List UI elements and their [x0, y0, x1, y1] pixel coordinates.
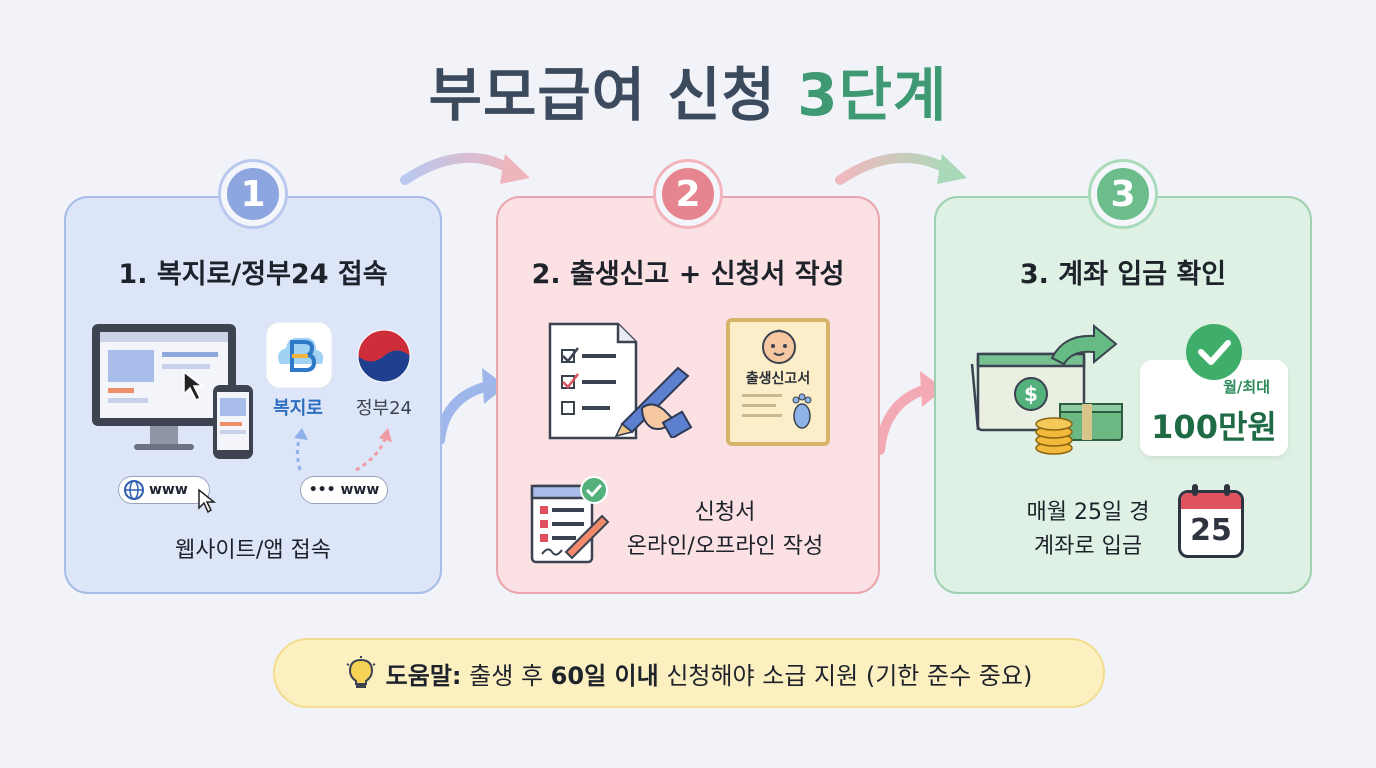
coin-icon	[1032, 408, 1076, 456]
step-caption-1: 매월 25일 경	[1026, 500, 1150, 525]
money-icon: $	[968, 320, 1128, 450]
footprint-icon	[792, 393, 812, 429]
amount-sub: 월/최대	[1223, 378, 1270, 396]
cursor-icon	[198, 488, 217, 514]
bokjiro-label: 복지로	[273, 398, 323, 419]
amount-value: 100만원	[1151, 408, 1277, 446]
pen-icon	[612, 358, 696, 438]
gov24-label: 정부24	[355, 398, 413, 419]
checkmark-icon	[1184, 322, 1244, 382]
arrow-top-2	[835, 152, 957, 185]
step-badge-1: 1	[221, 162, 285, 226]
step-title: 3. 계좌 입금 확인	[1019, 259, 1227, 290]
dotted-arrows	[294, 428, 392, 472]
step-title: 1. 복지로/정부24 접속	[118, 259, 388, 290]
step-badge-3: 3	[1091, 162, 1155, 226]
url-chip-1: www	[118, 476, 210, 504]
url-chip-1-text: www	[149, 482, 188, 498]
calendar-icon: 25	[1178, 490, 1244, 558]
baby-icon	[762, 329, 796, 364]
birth-certificate: 출생신고서	[726, 318, 830, 446]
page-title: 부모급여 신청 3단계	[0, 48, 1376, 132]
tip-text-before: 출생 후	[469, 661, 544, 690]
tip-text-after: 신청해야 소급 지원 (기한 준수 중요)	[666, 661, 1033, 690]
tip-highlight: 60일 이내	[550, 661, 659, 690]
title-main: 부모급여 신청	[428, 61, 777, 129]
title-accent: 3단계	[797, 61, 948, 129]
calendar-day: 25	[1190, 513, 1232, 548]
arrow-top-1	[400, 152, 520, 185]
step-title: 2. 출생신고 + 신청서 작성	[531, 259, 845, 290]
phone-icon	[212, 384, 254, 460]
lightbulb-icon	[346, 656, 376, 688]
step-caption: 웹사이트/앱 접속	[174, 538, 332, 563]
svg-text:$: $	[1024, 382, 1038, 406]
tip-banner: 도움말: 출생 후 60일 이내 신청해야 소급 지원 (기한 준수 중요)	[273, 638, 1105, 708]
bokjiro-logo	[266, 322, 332, 388]
step-badge-2: 2	[656, 162, 720, 226]
gov24-logo	[356, 328, 412, 384]
step-caption-2: 계좌로 입금	[1033, 534, 1143, 559]
form-icon	[530, 476, 620, 568]
certificate-label: 출생신고서	[745, 371, 811, 387]
monitor-icon	[90, 322, 240, 462]
step-caption-2: 온라인/오프라인 작성	[626, 534, 824, 559]
tip-label: 도움말:	[385, 661, 462, 690]
globe-icon	[124, 480, 144, 500]
step-caption-1: 신청서	[694, 500, 756, 525]
checklist-icon	[548, 320, 688, 446]
step-card-2: 2. 출생신고 + 신청서 작성	[496, 196, 880, 594]
step-card-1: 1. 복지로/정부24 접속	[64, 196, 442, 594]
url-chip-2: ••• www	[300, 476, 388, 504]
step-card-3: 3. 계좌 입금 확인 $ 월/최대 100만원	[934, 196, 1312, 594]
